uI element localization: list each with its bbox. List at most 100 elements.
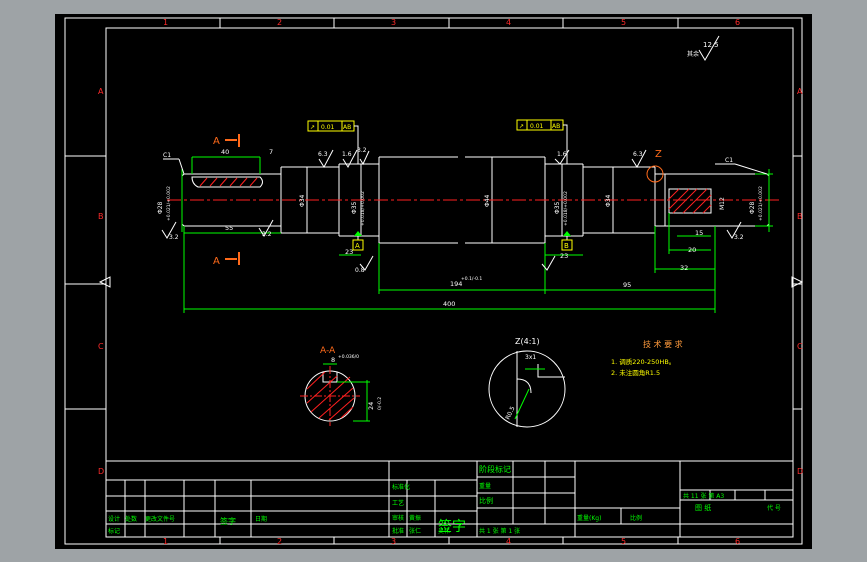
tb-row2: 标记 (108, 527, 120, 535)
tb-checker: 张仁 (409, 527, 421, 535)
finish-label: 其余 (687, 50, 699, 58)
tb-mid-1: 工艺 (392, 499, 404, 507)
row-label-d-r: D (797, 467, 803, 476)
tb-scale: 比例 (630, 514, 642, 522)
ra-5: 6.3 (633, 151, 643, 158)
dim-194-tol: +0.1/-0.1 (461, 276, 482, 282)
drawing-svg[interactable]: 1 2 3 4 5 6 1 2 3 4 5 6 A B C D A B C D … (55, 14, 812, 549)
tb-sign: 签字 (220, 516, 236, 526)
cut-label-top: A (213, 136, 220, 147)
dim-d34-right: Φ34 (605, 194, 612, 207)
col-label-5b: 5 (621, 537, 626, 546)
tb-code: 代 号 (767, 504, 781, 512)
dimension-lines (181, 156, 773, 313)
dim-400: 400 (443, 300, 455, 308)
tech-req-title: 技 术 要 求 (643, 339, 683, 349)
row-label-a-r: A (797, 87, 803, 96)
diameter-text: Φ28 +0.021/+0.002 Φ34 Φ35 +0.018/+0.002 … (157, 186, 764, 226)
col-label-1b: 1 (163, 537, 168, 546)
col-label-2: 2 (277, 18, 282, 27)
detail-z-view: Z(4:1) 3x1 R0.5 (488, 337, 566, 428)
ra-6: 3.2 (169, 234, 179, 241)
section-depth-tol: 0/-0.2 (377, 397, 383, 410)
roughness-symbols (161, 149, 742, 271)
tb-grid-head-1: 重量 (479, 482, 491, 490)
dim-d28-left-tol: +0.021/+0.002 (166, 186, 172, 221)
dim-d35-right: Φ35 (554, 201, 561, 214)
dim-d34-left: Φ34 (299, 194, 306, 207)
dim-thread: M12 (719, 197, 726, 210)
chamfer-right: C1 (725, 157, 733, 164)
section-depth: 24 (367, 402, 375, 410)
roughness-values: 6.3 1.6 3.2 1.6 6.3 3.2 3.2 3.2 0.8 (169, 147, 744, 274)
col-label-2b: 2 (277, 537, 282, 546)
ra-3: 3.2 (357, 147, 367, 154)
tb-sheet-info: 共 11 张 第 A3 (683, 492, 724, 500)
dimension-text: 40 7 55 400 194 +0.1/-0.1 95 23 23 32 20… (221, 148, 703, 308)
title-block-text: 设计 标记 处数 更改文件号 签字 日期 标准化 工艺 审核 批准 黄振 张仁 … (108, 464, 781, 535)
dim-23-right: 23 (560, 252, 568, 260)
tol-left-datum: AB (343, 124, 351, 131)
tb-drawing-name: 图 纸 (695, 503, 711, 512)
finish-value: 12.5 (703, 41, 719, 49)
col-label-4: 4 (506, 18, 511, 27)
tolerance-frame-right: ↗ 0.01 AB (516, 119, 568, 164)
outer-frame (64, 17, 803, 545)
dim-95: 95 (623, 281, 631, 289)
dim-keyway-len: 40 (221, 148, 229, 156)
cut-label-bottom: A (213, 256, 220, 267)
section-aa-view: A-A 8 +0.036/0 24 0/-0.2 (300, 346, 383, 426)
row-label-b: B (98, 212, 104, 221)
dim-d28-left: Φ28 (157, 201, 164, 214)
thread-hatch (668, 188, 712, 214)
section-key-width: 8 (331, 356, 335, 364)
datum-a: A (352, 231, 364, 251)
tb-col-1: 处数 (125, 515, 137, 523)
ra-1: 6.3 (318, 151, 328, 158)
tb-designer: 黄振 (409, 514, 421, 522)
row-label-d: D (98, 467, 104, 476)
col-label-5: 5 (621, 18, 626, 27)
ra-4: 1.6 (557, 151, 567, 158)
tol-right-value: 0.01 (530, 123, 544, 130)
tb-weight: 重量(Kg) (577, 514, 601, 522)
dim-55: 55 (225, 224, 233, 232)
tech-req-item-1: 1. 调质220-250HB。 (611, 357, 675, 366)
tol-left-symbol: ↗ (310, 124, 315, 131)
ra-8: 3.2 (262, 231, 272, 238)
dim-d44: Φ44 (484, 194, 491, 207)
row-label-b-r: B (797, 212, 803, 221)
col-label-3: 3 (391, 18, 396, 27)
tb-date: 日期 (255, 515, 267, 523)
dim-d35-right-tol: +0.018/+0.002 (563, 191, 569, 226)
datum-a-label: A (355, 242, 360, 250)
chamfer-labels: C1 C1 (163, 152, 768, 175)
tech-requirements: 技 术 要 求 1. 调质220-250HB。 2. 未注圆角R1.5 (611, 339, 683, 377)
dim-d28-right: Φ28 (749, 201, 756, 214)
tolerance-frame-left: ↗ 0.01 AB (307, 120, 359, 164)
datum-b-label: B (564, 242, 569, 250)
border-row-labels: A B C D A B C D (98, 87, 803, 476)
row-label-c-r: C (797, 342, 803, 351)
detail-3x1: 3x1 (525, 354, 536, 361)
chamfer-left: C1 (163, 152, 171, 159)
col-label-6: 6 (735, 18, 740, 27)
dim-23-left: 23 (345, 248, 353, 256)
col-label-6b: 6 (735, 537, 740, 546)
drawing-canvas[interactable]: 1 2 3 4 5 6 1 2 3 4 5 6 A B C D A B C D … (55, 14, 812, 549)
section-key-width-tol: +0.036/0 (338, 354, 359, 360)
tol-right-datum: AB (552, 123, 560, 130)
tol-right-symbol: ↗ (519, 123, 524, 130)
centering-marks (98, 276, 804, 288)
detail-label: Z (655, 149, 662, 160)
tb-sign-big: 签字 (438, 518, 466, 535)
tb-mid-3: 批准 (392, 527, 404, 535)
ra-2: 1.6 (342, 151, 352, 158)
row-label-a: A (98, 87, 104, 96)
ra-7: 3.2 (734, 234, 744, 241)
tb-mid-0: 标准化 (392, 483, 410, 491)
col-label-4b: 4 (506, 537, 511, 546)
detail-marker-z: Z (646, 149, 664, 183)
row-label-c: C (98, 342, 104, 351)
col-label-1: 1 (163, 18, 168, 27)
